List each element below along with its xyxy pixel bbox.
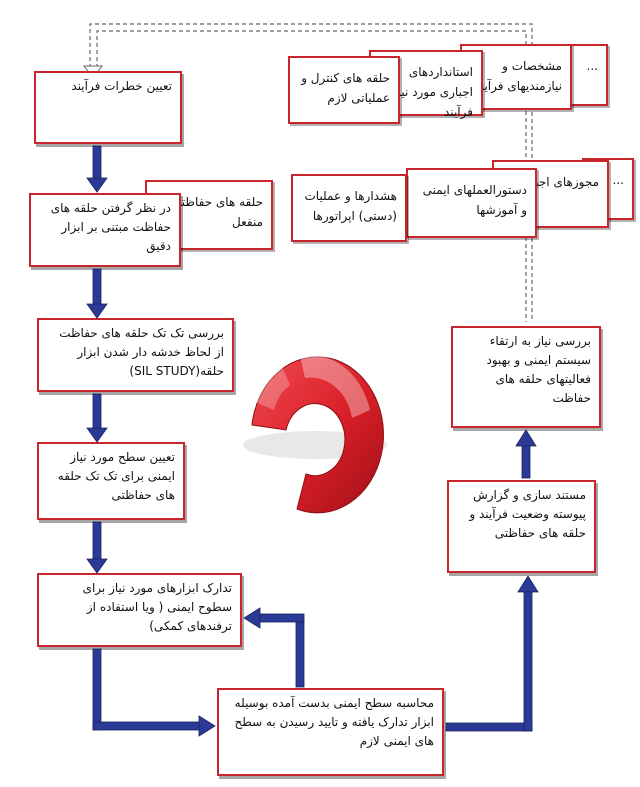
- mid-card-safety-instructions: دستورالعملهای ایمنی و آموزشها: [406, 168, 537, 238]
- step-sil-study: بررسی تک تک حلقه های حفاظت از لحاظ خدشه …: [37, 318, 234, 392]
- step-review-improvement-text: بررسی نیاز به ارتقاء سیستم ایمنی و بهبود…: [486, 334, 592, 405]
- step-procure-instruments-text: تدارک ابزارهای مورد نیاز برای سطوح ایمنی…: [82, 581, 232, 633]
- top-card-mandatory-standards-text: استانداردهای اجباری مورد نیاز فرآیند: [391, 65, 473, 119]
- step-procure-instruments: تدارک ابزارهای مورد نیاز برای سطوح ایمنی…: [37, 573, 242, 647]
- step-identify-hazards-text: تعیین خطرات فرآیند: [71, 79, 172, 93]
- step-instrumented-protection: در نظر گرفتن حلقه های حفاظت مبتنی بر ابز…: [29, 193, 181, 267]
- mid-card-operator-alarms: هشدارها و عملیات (دستی) اپراتورها: [291, 174, 407, 242]
- step-documentation: مستند سازی و گزارش پیوسته وضعیت فرآیند و…: [447, 480, 596, 573]
- step-review-improvement: بررسی نیاز به ارتقاء سیستم ایمنی و بهبود…: [451, 326, 601, 428]
- step-calculate-safety-level: محاسبه سطح ایمنی بدست آمده بوسیله ابزار …: [217, 688, 444, 776]
- top-card-control-loops: حلقه های کنترل و عملیاتی لازم: [288, 56, 400, 124]
- step-instrumented-protection-text: در نظر گرفتن حلقه های حفاظت مبتنی بر ابز…: [50, 201, 171, 253]
- mid-card-safety-instructions-text: دستورالعملهای ایمنی و آموزشها: [422, 183, 527, 217]
- top-card-more-text: ...: [586, 59, 598, 73]
- top-card-process-specs-text: مشخصات و نیازمندیهای فرآیند: [474, 59, 562, 93]
- mid-card-passive-protection-text: حلقه های حفاظتی منفعل: [171, 195, 263, 229]
- top-card-control-loops-text: حلقه های کنترل و عملیاتی لازم: [301, 71, 390, 105]
- step-identify-hazards: تعیین خطرات فرآیند: [34, 71, 182, 144]
- step-calculate-safety-level-text: محاسبه سطح ایمنی بدست آمده بوسیله ابزار …: [234, 696, 434, 748]
- top-card-process-specs: مشخصات و نیازمندیهای فرآیند: [460, 44, 572, 110]
- step-sil-study-text: بررسی تک تک حلقه های حفاظت از لحاظ خدشه …: [59, 326, 224, 378]
- mid-card-operator-alarms-text: هشدارها و عملیات (دستی) اپراتورها: [304, 189, 397, 223]
- step-required-safety-level-text: تعیین سطح مورد نیاز ایمنی برای تک تک حلق…: [57, 450, 175, 502]
- mid-card-more-text: ...: [612, 173, 624, 187]
- step-required-safety-level: تعیین سطح مورد نیاز ایمنی برای تک تک حلق…: [37, 442, 185, 520]
- mid-card-mandatory-permits-text: مجوزهای اجباری: [516, 175, 599, 189]
- step-documentation-text: مستند سازی و گزارش پیوسته وضعیت فرآیند و…: [469, 488, 586, 540]
